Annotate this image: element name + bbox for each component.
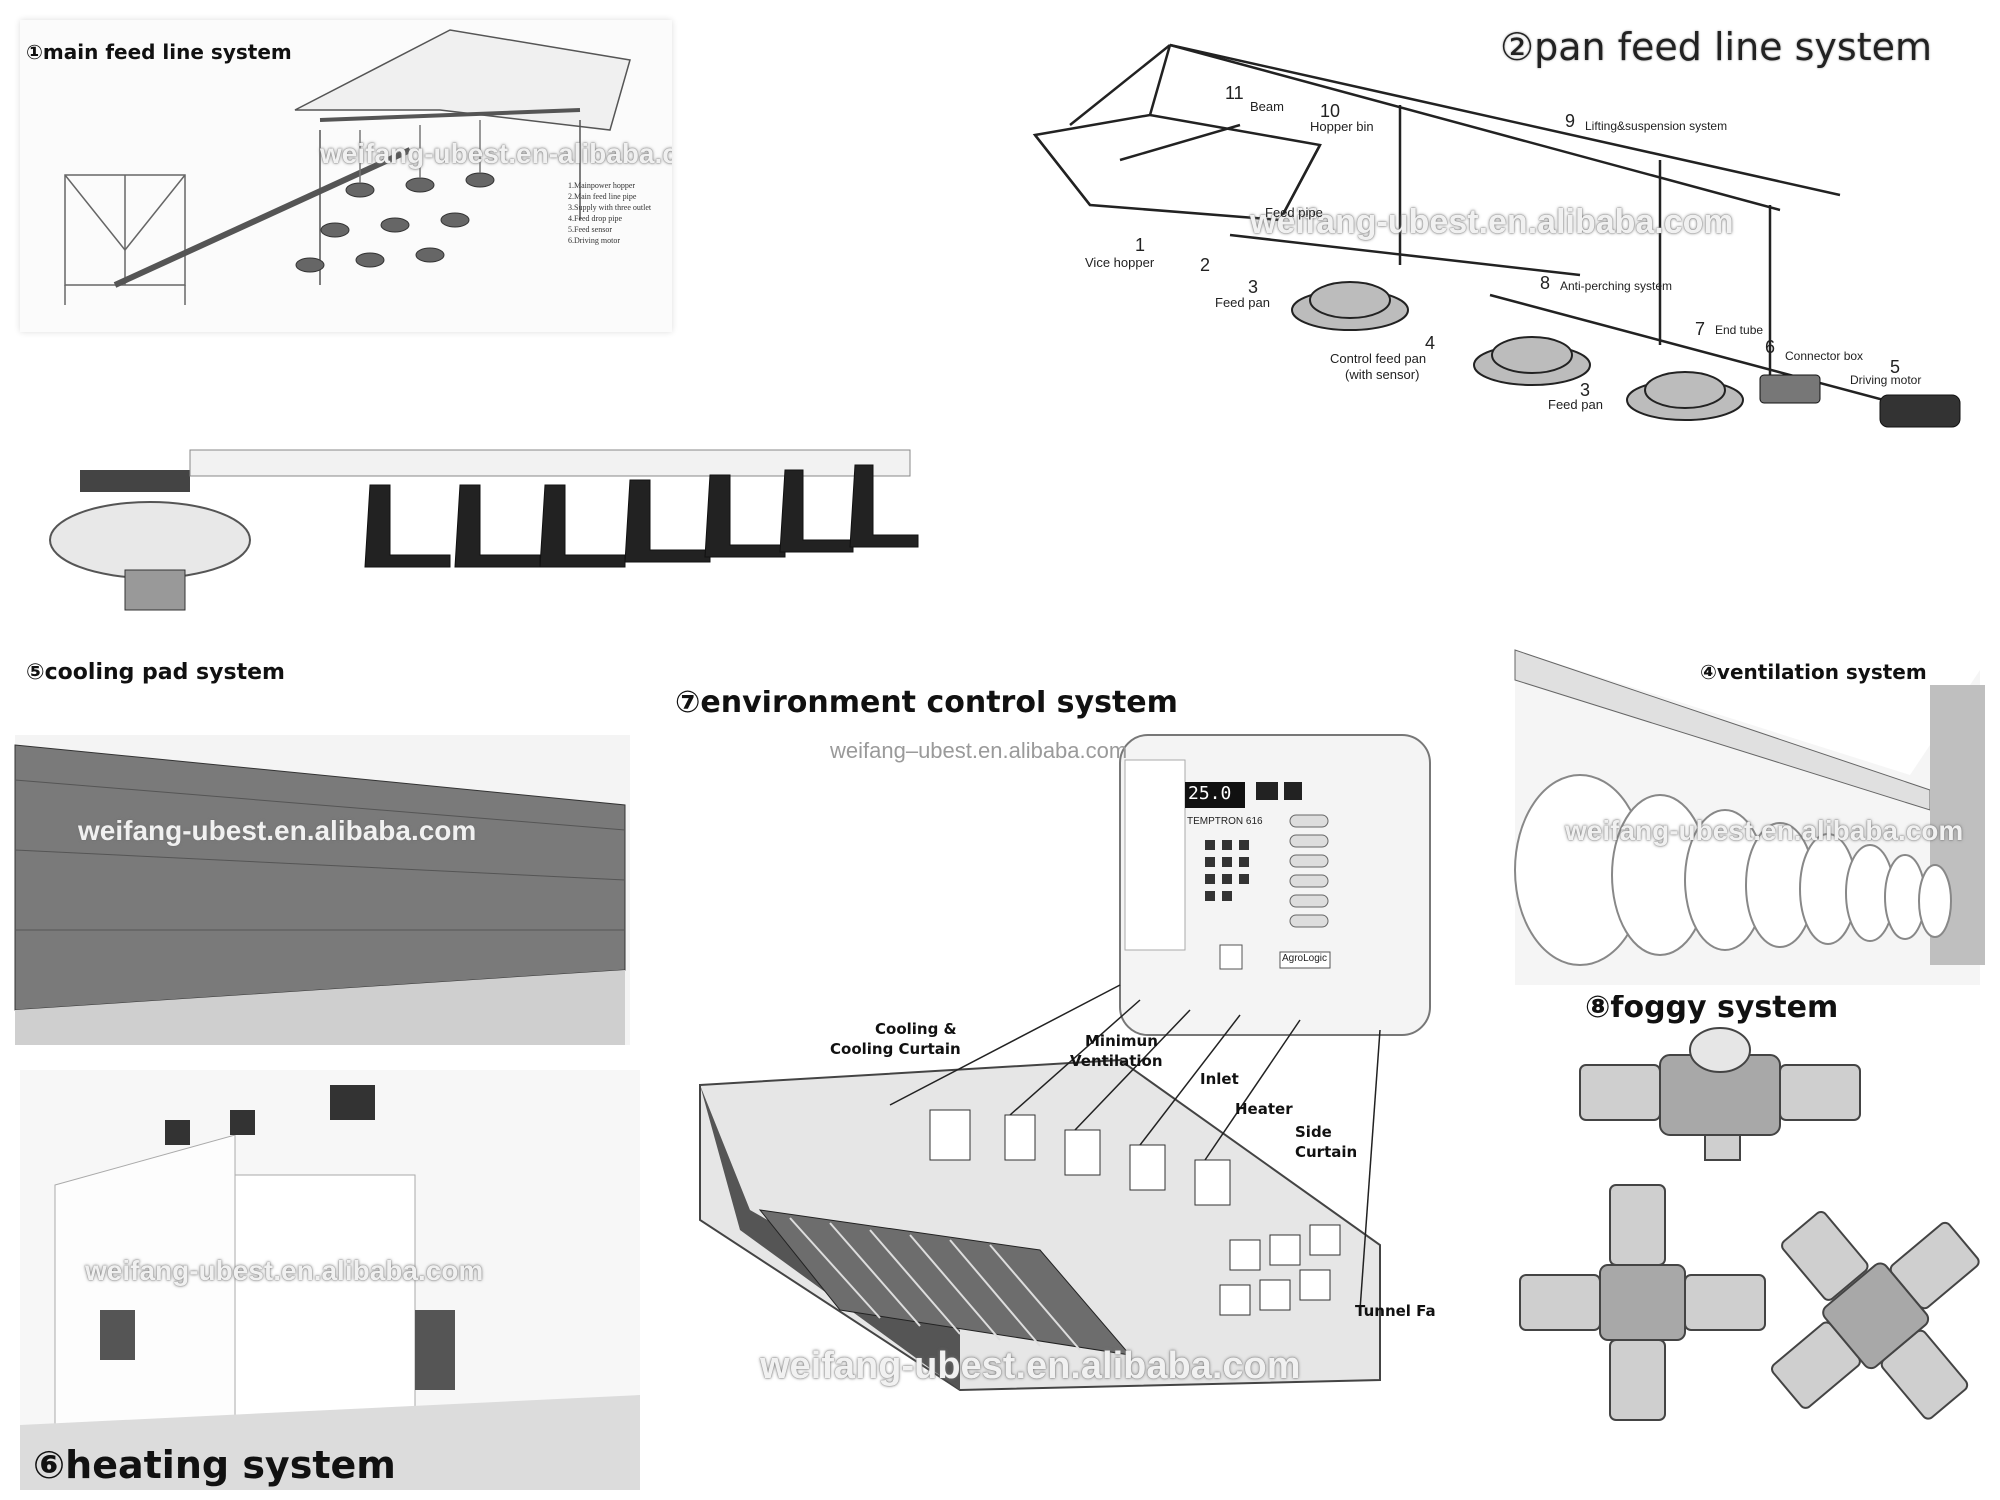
controller-display: 25.0 xyxy=(1188,783,1232,804)
environment-control-panel: ⑦environment control system weifang–ubes… xyxy=(660,690,1440,1410)
foggy-title: ⑧foggy system xyxy=(1585,995,1839,1025)
label-vice-hopper: Vice hopper xyxy=(1085,255,1155,270)
ventilation-watermark: weifang-ubest.en.alibaba.com xyxy=(1565,815,1964,846)
legend-item: 1.Mainpower hopper xyxy=(568,181,636,190)
environment-control-drawing xyxy=(699,734,1431,1392)
legend-item: 6.Driving motor xyxy=(568,236,620,245)
main-feed-title: ①main feed line system xyxy=(26,40,292,64)
label-6: 6 xyxy=(1765,337,1776,357)
label-driving-motor: Driving motor xyxy=(1850,373,1922,387)
foggy-panel: ⑧foggy system xyxy=(1510,995,1990,1495)
label-curtain: Curtain xyxy=(1295,1143,1358,1161)
main-feed-line-drawing xyxy=(64,29,631,305)
label-11: 11 xyxy=(1225,83,1244,103)
label-end-tube: End tube xyxy=(1715,323,1764,337)
label-ventilation: Ventilation xyxy=(1070,1052,1163,1070)
label-4: 4 xyxy=(1425,333,1436,353)
label-beam: Beam xyxy=(1250,99,1284,114)
pan-feed-line-panel: ②pan feed line system weifang-ubest.en.a… xyxy=(1020,15,1980,455)
drinker-line-panel xyxy=(40,380,930,640)
heating-watermark: weifang-ubest.en.alibaba.com xyxy=(85,1255,484,1286)
heating-title: ⑥heating system xyxy=(33,1443,396,1487)
environment-watermark-bottom: weifang-ubest.en.alibaba.com xyxy=(760,1345,1301,1387)
label-1: 1 xyxy=(1135,235,1146,255)
cooling-pad-watermark: weifang-ubest.en.alibaba.com xyxy=(78,815,477,846)
legend-item: 5.Feed sensor xyxy=(568,225,612,234)
cooling-pad-drawing xyxy=(14,735,630,1045)
label-inlet: Inlet xyxy=(1200,1070,1239,1088)
controller-logo: AgroLogic xyxy=(1282,953,1328,964)
label-3b: 3 xyxy=(1580,380,1591,400)
label-9: 9 xyxy=(1565,111,1576,131)
foggy-drawing xyxy=(1519,1027,1980,1421)
label-2: 2 xyxy=(1200,255,1211,275)
cooling-pad-panel: ⑤cooling pad system weifang-ubest.en.ali… xyxy=(10,650,635,1055)
label-feed-pipe: Feed pipe xyxy=(1265,205,1323,220)
pan-feed-line-drawing xyxy=(1032,43,1961,428)
heating-drawing xyxy=(20,1070,640,1490)
main-feed-legend: 1.Mainpower hopper 2.Main feed line pipe… xyxy=(568,180,668,246)
label-minimun: Minimun xyxy=(1085,1032,1158,1050)
label-control-feed-pan: Control feed pan xyxy=(1330,351,1427,366)
label-heater: Heater xyxy=(1235,1100,1293,1118)
label-cooling: Cooling & xyxy=(875,1020,957,1038)
label-tunnel: Tunnel Fa xyxy=(1355,1302,1436,1320)
drinker-line-drawing xyxy=(49,449,919,611)
ventilation-title: ④ventilation system xyxy=(1700,660,1927,684)
label-with-sensor: (with sensor) xyxy=(1345,367,1420,382)
label-10: 10 xyxy=(1320,101,1341,121)
environment-watermark-top: weifang–ubest.en.alibaba.com xyxy=(830,738,1128,763)
label-feed-pan-b: Feed pan xyxy=(1548,397,1603,412)
cooling-pad-title: ⑤cooling pad system xyxy=(26,660,285,685)
label-cooling-curtain: Cooling Curtain xyxy=(830,1040,961,1058)
ventilation-panel: ④ventilation system weifang-ubest.en.ali… xyxy=(1510,645,1990,990)
legend-item: 4.Feed drop pipe xyxy=(568,214,622,223)
pan-feed-title: ②pan feed line system xyxy=(1500,25,1933,69)
label-lifting: Lifting&suspension system xyxy=(1585,119,1728,133)
pan-feed-watermark: weifang-ubest.en.alibaba.com xyxy=(1250,203,1734,241)
label-5: 5 xyxy=(1890,357,1901,377)
legend-item: 3.Supply with three outlet xyxy=(568,203,652,212)
label-side: Side xyxy=(1295,1123,1332,1141)
label-8: 8 xyxy=(1540,273,1551,293)
label-connector-box: Connector box xyxy=(1785,349,1864,363)
heating-panel: weifang-ubest.en.alibaba.com ⑥heating sy… xyxy=(15,1065,645,1495)
label-3a: 3 xyxy=(1248,277,1259,297)
label-anti-perching: Anti-perching system xyxy=(1560,279,1673,293)
ventilation-drawing xyxy=(1514,649,1985,985)
controller-brand: TEMPTRON 616 xyxy=(1187,816,1263,827)
legend-item: 2.Main feed line pipe xyxy=(568,192,637,201)
main-feed-line-panel: ①main feed line system weifang-ubest.en-… xyxy=(20,20,672,332)
main-feed-watermark: weifang-ubest.en-alibaba.com xyxy=(320,138,672,169)
environment-title: ⑦environment control system xyxy=(675,690,1178,720)
label-7: 7 xyxy=(1695,319,1706,339)
label-feed-pan-a: Feed pan xyxy=(1215,295,1270,310)
label-hopper-bin: Hopper bin xyxy=(1310,119,1374,134)
